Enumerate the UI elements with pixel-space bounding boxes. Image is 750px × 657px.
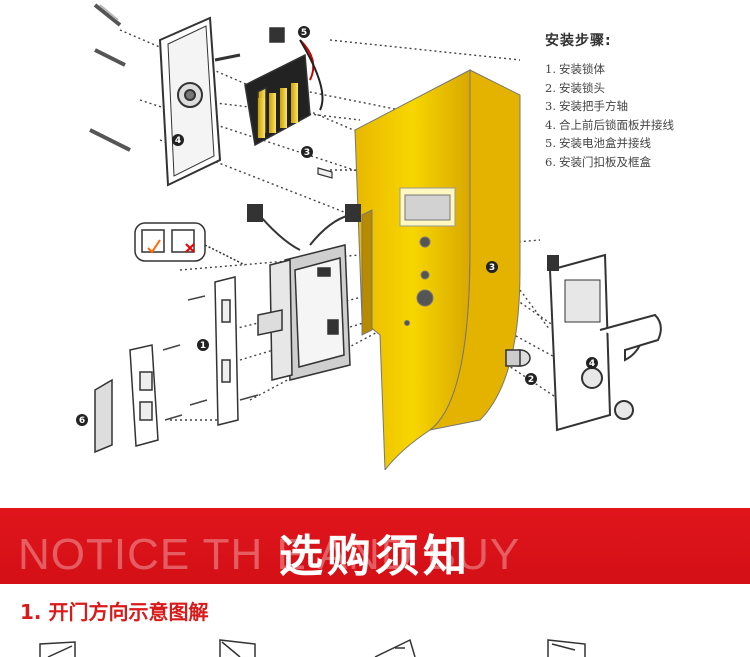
- install-steps-title: 安装步骤:: [545, 33, 612, 49]
- install-steps: 安装步骤: 1.安装锁体 2.安装锁头 3.安装把手方轴 4.合上前后锁面板并接…: [545, 30, 745, 171]
- front-panel: [547, 253, 662, 432]
- install-step: 4.合上前后锁面板并接线: [545, 117, 674, 132]
- lock-cylinder: [505, 349, 531, 367]
- install-step: 5.安装电池盒并接线: [545, 136, 651, 150]
- door-icon: [39, 641, 76, 657]
- install-step: 6.安装门扣板及框盒: [545, 154, 651, 169]
- door-icon: [547, 639, 586, 657]
- install-step: 1.安装锁体: [545, 62, 605, 76]
- callout-4: 4: [175, 136, 181, 146]
- callout-5: 5: [301, 28, 307, 38]
- door-icon: [219, 639, 256, 657]
- banner-background-text: NOTICE TH E AND BUY: [18, 530, 521, 579]
- door-direction-icons: [39, 638, 586, 657]
- install-step: 3.安装把手方轴: [545, 99, 628, 113]
- callout-6: 6: [79, 416, 85, 426]
- callout-1: 1: [200, 341, 206, 351]
- section-heading: 1. 开门方向示意图解: [20, 600, 209, 624]
- callout-4b: 4: [589, 359, 595, 369]
- callout-markers: 5 4 3 1 6 3 2 4: [76, 26, 598, 426]
- back-panel: [158, 16, 241, 187]
- callout-3: 3: [304, 148, 310, 158]
- exploded-lock-diagram: 5 4 3 1 6 3 2 4: [76, 3, 662, 470]
- banner-title: 选购须知: [279, 531, 471, 582]
- mortise-lock: [257, 244, 351, 381]
- door: [354, 69, 521, 470]
- faceplate: [94, 276, 239, 454]
- door-icon: [374, 638, 416, 657]
- notice-banner: NOTICE TH E AND BUY 选购须知: [0, 508, 750, 584]
- battery-box: [244, 27, 324, 147]
- spindle-orientation-inset: [134, 222, 246, 266]
- callout-2: 2: [528, 375, 534, 385]
- callout-3b: 3: [489, 263, 495, 273]
- install-step: 2.安装锁头: [545, 80, 605, 95]
